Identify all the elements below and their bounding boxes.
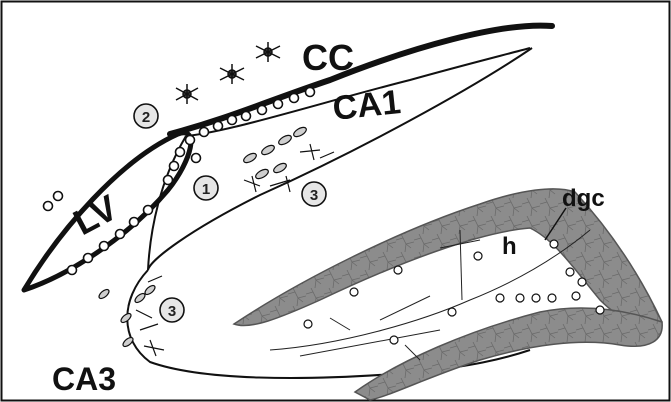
- marker-3-ca1: 3: [302, 182, 326, 206]
- label-cc: CC: [302, 37, 354, 78]
- ca1-cell-cluster: [242, 125, 334, 192]
- dentate-gyrus-lower-blade: [355, 308, 662, 400]
- label-ca1: CA1: [331, 83, 403, 128]
- marker-3-ca3-label: 3: [168, 303, 176, 320]
- marker-3-ca1-label: 3: [310, 187, 318, 204]
- ca3-cell-cluster: [97, 276, 164, 356]
- label-h: h: [502, 233, 517, 260]
- marker-2: 2: [134, 104, 158, 128]
- marker-1: 1: [194, 176, 218, 200]
- marker-3-ca3: 3: [160, 298, 184, 322]
- label-ca3: CA3: [52, 361, 116, 397]
- marker-2-label: 2: [142, 109, 150, 126]
- label-dgc: dgc: [562, 185, 605, 212]
- migrating-cells: [176, 42, 280, 104]
- marker-1-label: 1: [202, 181, 210, 198]
